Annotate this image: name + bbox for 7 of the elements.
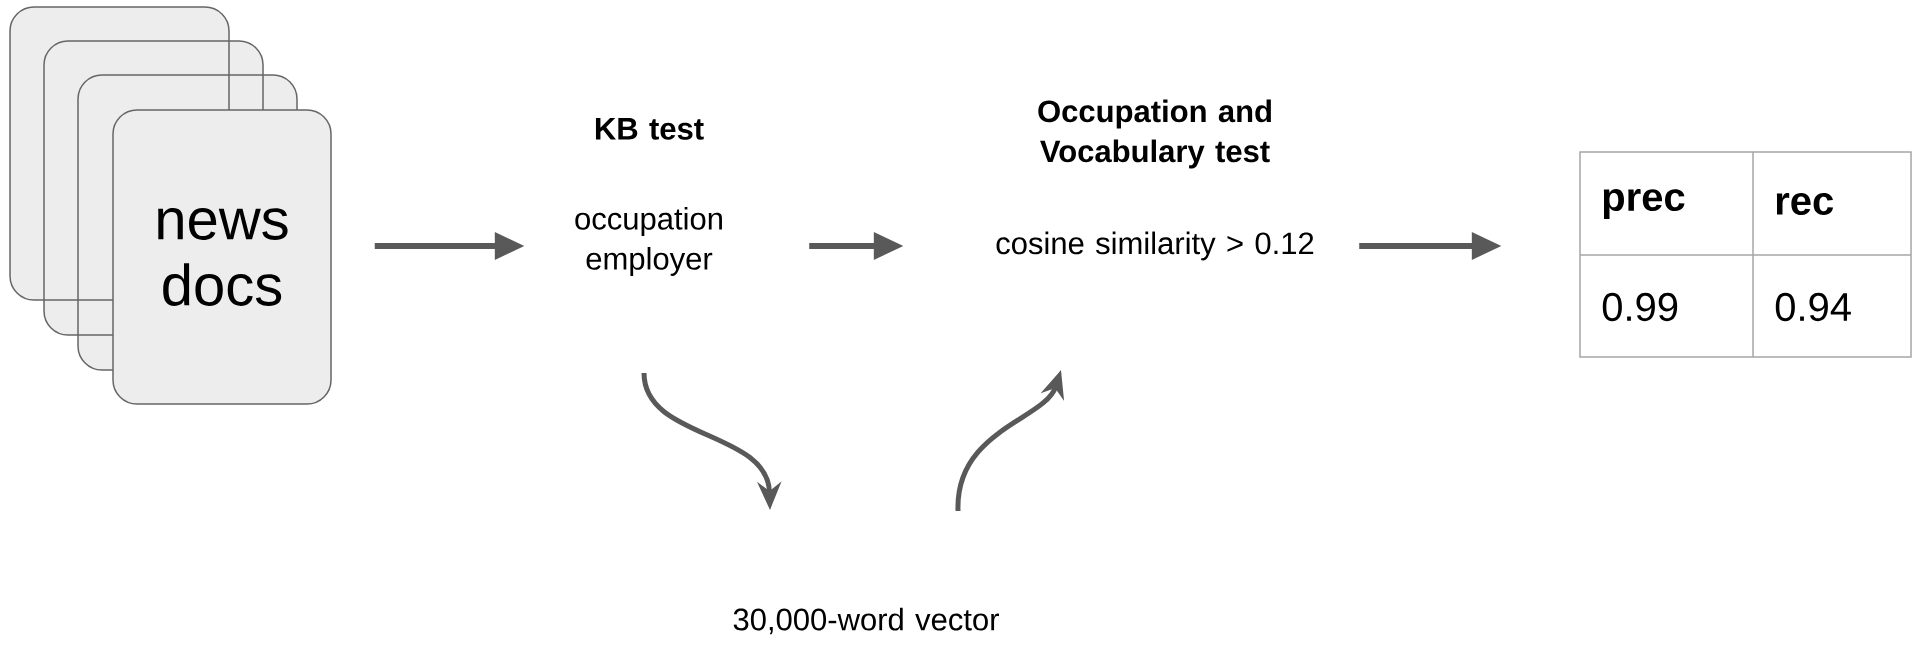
results-table: prec rec 0.99 0.94 [1579,151,1912,358]
document-card: news docs [112,109,332,405]
step-title: KB test [595,118,704,140]
step-title: Occupation and Vocabulary test [1038,99,1271,169]
step-text: cosine similarity > 0.12 [996,231,1314,261]
vector-label: 30,000-word vector [733,607,999,635]
step-text: occupation employer [575,207,722,276]
